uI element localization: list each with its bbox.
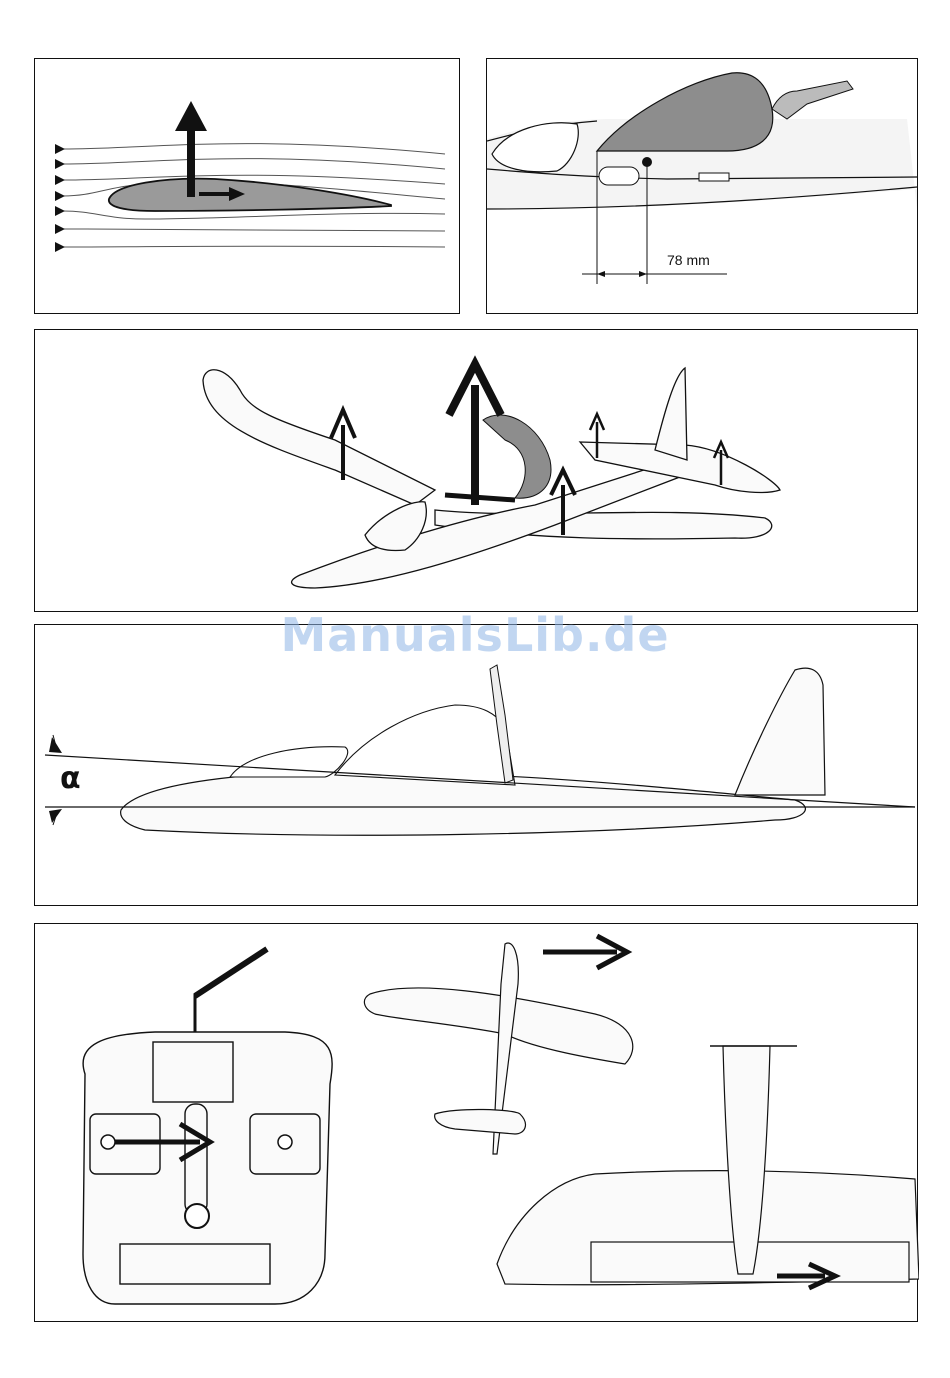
airfoil-lift-panel <box>34 58 460 314</box>
wing-root-fin <box>597 73 773 151</box>
vertical-fin <box>735 668 825 795</box>
flow-arrowhead <box>55 144 65 154</box>
propeller <box>772 81 853 119</box>
streamline <box>63 246 445 247</box>
angle-arrowhead <box>49 737 62 753</box>
glider-perspective-diagram <box>35 330 919 613</box>
left-wing <box>203 370 435 505</box>
center-switch-slot <box>185 1104 207 1214</box>
alpha-label: α <box>60 761 81 796</box>
thrust-line <box>445 495 515 500</box>
cg-dimension-label: 78 mm <box>667 252 710 268</box>
steering-panel <box>34 923 918 1322</box>
left-stick-icon <box>101 1135 115 1149</box>
dimension-arrowhead <box>639 271 647 277</box>
airfoil-shape <box>109 179 391 211</box>
streamline <box>63 144 445 154</box>
streamline <box>63 159 445 169</box>
glider-side-view-diagram <box>35 625 919 907</box>
vertical-fin <box>655 368 687 460</box>
transmitter-steering-diagram <box>35 924 919 1323</box>
flow-arrowhead <box>55 159 65 169</box>
top-view-stabilizer <box>435 1109 526 1134</box>
flow-arrowhead <box>55 191 65 201</box>
knob-icon <box>185 1204 209 1228</box>
hatch <box>599 167 639 185</box>
flow-arrowhead <box>55 206 65 216</box>
antenna <box>195 949 267 996</box>
pylon-fin <box>483 415 551 498</box>
center-of-gravity-panel: 78 mm <box>486 58 918 314</box>
airfoil-diagram <box>35 59 461 315</box>
right-stick-icon <box>278 1135 292 1149</box>
canopy <box>492 123 578 172</box>
transmitter-screen <box>153 1042 233 1102</box>
dimension-arrowhead <box>597 271 605 277</box>
streamline <box>63 211 445 219</box>
pylon <box>335 705 515 785</box>
lift-arrowhead <box>175 101 207 131</box>
glider-lift-panel <box>34 329 918 612</box>
servo-slot <box>699 173 729 181</box>
flow-arrowhead <box>55 175 65 185</box>
transmitter-panel <box>120 1244 270 1284</box>
angle-arrowhead <box>49 809 62 823</box>
fuselage-cg-diagram <box>487 59 919 315</box>
flow-arrowhead <box>55 242 65 252</box>
streamline <box>63 229 445 231</box>
flow-arrowhead <box>55 224 65 234</box>
incidence-angle-panel: α <box>34 624 918 906</box>
